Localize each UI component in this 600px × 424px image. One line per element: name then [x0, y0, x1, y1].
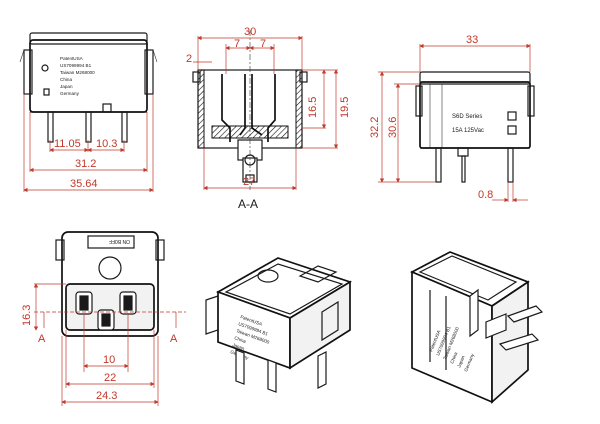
svg-text:US7099994 B1: US7099994 B1 — [60, 63, 92, 68]
dim-pin-a: 11.05 — [54, 138, 81, 150]
dim-pitch-a: 7 — [234, 38, 240, 50]
iso-view-2: PatentUSA US7099994 B1 Taiwan M268000 Ch… — [410, 251, 544, 404]
front-marking: PatentUSA US7099994 B1 Taiwan M268000 Ch… — [60, 56, 95, 96]
svg-text:ON B0FF: ON B0FF — [109, 238, 130, 244]
front-dims: 11.05 10.3 31.2 35.64 — [23, 94, 154, 193]
section-mark-right: A — [170, 333, 178, 345]
svg-text:China: China — [449, 351, 458, 364]
section-mark-left: A — [38, 333, 46, 345]
svg-text:China: China — [60, 77, 72, 82]
top-dims: A A 16.3 10 22 24.3 — [21, 283, 186, 406]
svg-text:Germany: Germany — [60, 91, 80, 96]
side-marking: S6D Series 15A 125Vac — [452, 114, 484, 134]
svg-text:Japan: Japan — [232, 342, 246, 351]
dim-depth-b: 19.5 — [339, 97, 351, 118]
side-view: S6D Series 15A 125Vac 33 32.2 30.6 0.8 — [369, 34, 535, 203]
side-dims: 33 32.2 30.6 0.8 — [369, 34, 531, 203]
iso-view: PatentUSA US7099994 B1 Taiwan M268000 Ch… — [205, 257, 353, 393]
svg-text:Taiwan M268000: Taiwan M268000 — [60, 70, 95, 75]
svg-text:Japan: Japan — [456, 354, 465, 368]
dim-width-outer: 35.64 — [70, 178, 98, 190]
top-view: ON B0FF A A 16.3 10 22 — [21, 231, 186, 406]
svg-text:PatentUSA: PatentUSA — [60, 56, 84, 61]
svg-text:Japan: Japan — [60, 84, 73, 89]
svg-text:S6D Series: S6D Series — [452, 114, 482, 120]
dim-width-pins: 31.2 — [75, 158, 96, 170]
dim-length: 33 — [466, 34, 478, 46]
dim-depth-a: 16.5 — [307, 97, 319, 118]
svg-text:China: China — [234, 335, 247, 344]
dim-pin-height: 16.3 — [21, 305, 33, 326]
dim-section-top: 30 — [244, 26, 256, 38]
dim-pin-t: 0.8 — [478, 189, 493, 201]
section-view: 30 7 7 2 16.5 19.5 27 A-A — [186, 26, 351, 211]
svg-text:15A 125Vac: 15A 125Vac — [452, 128, 484, 134]
dim-outer-b: 24.3 — [96, 390, 117, 402]
dim-height-a: 32.2 — [369, 117, 381, 138]
dim-height-b: 30.6 — [387, 117, 399, 138]
dim-section-bottom: 27 — [243, 176, 255, 188]
dim-pin-b: 10.3 — [96, 138, 117, 150]
section-label: A-A — [238, 197, 258, 211]
dim-pitch-b: 7 — [260, 38, 266, 50]
dim-wall: 2 — [186, 53, 192, 65]
svg-text:Germany: Germany — [463, 352, 475, 372]
section-dims: 30 7 7 2 16.5 19.5 27 — [186, 26, 351, 191]
dim-outer-a: 22 — [104, 372, 116, 384]
dim-pin-pitch: 10 — [103, 354, 115, 366]
front-view: PatentUSA US7099994 B1 Taiwan M268000 Ch… — [19, 32, 158, 193]
